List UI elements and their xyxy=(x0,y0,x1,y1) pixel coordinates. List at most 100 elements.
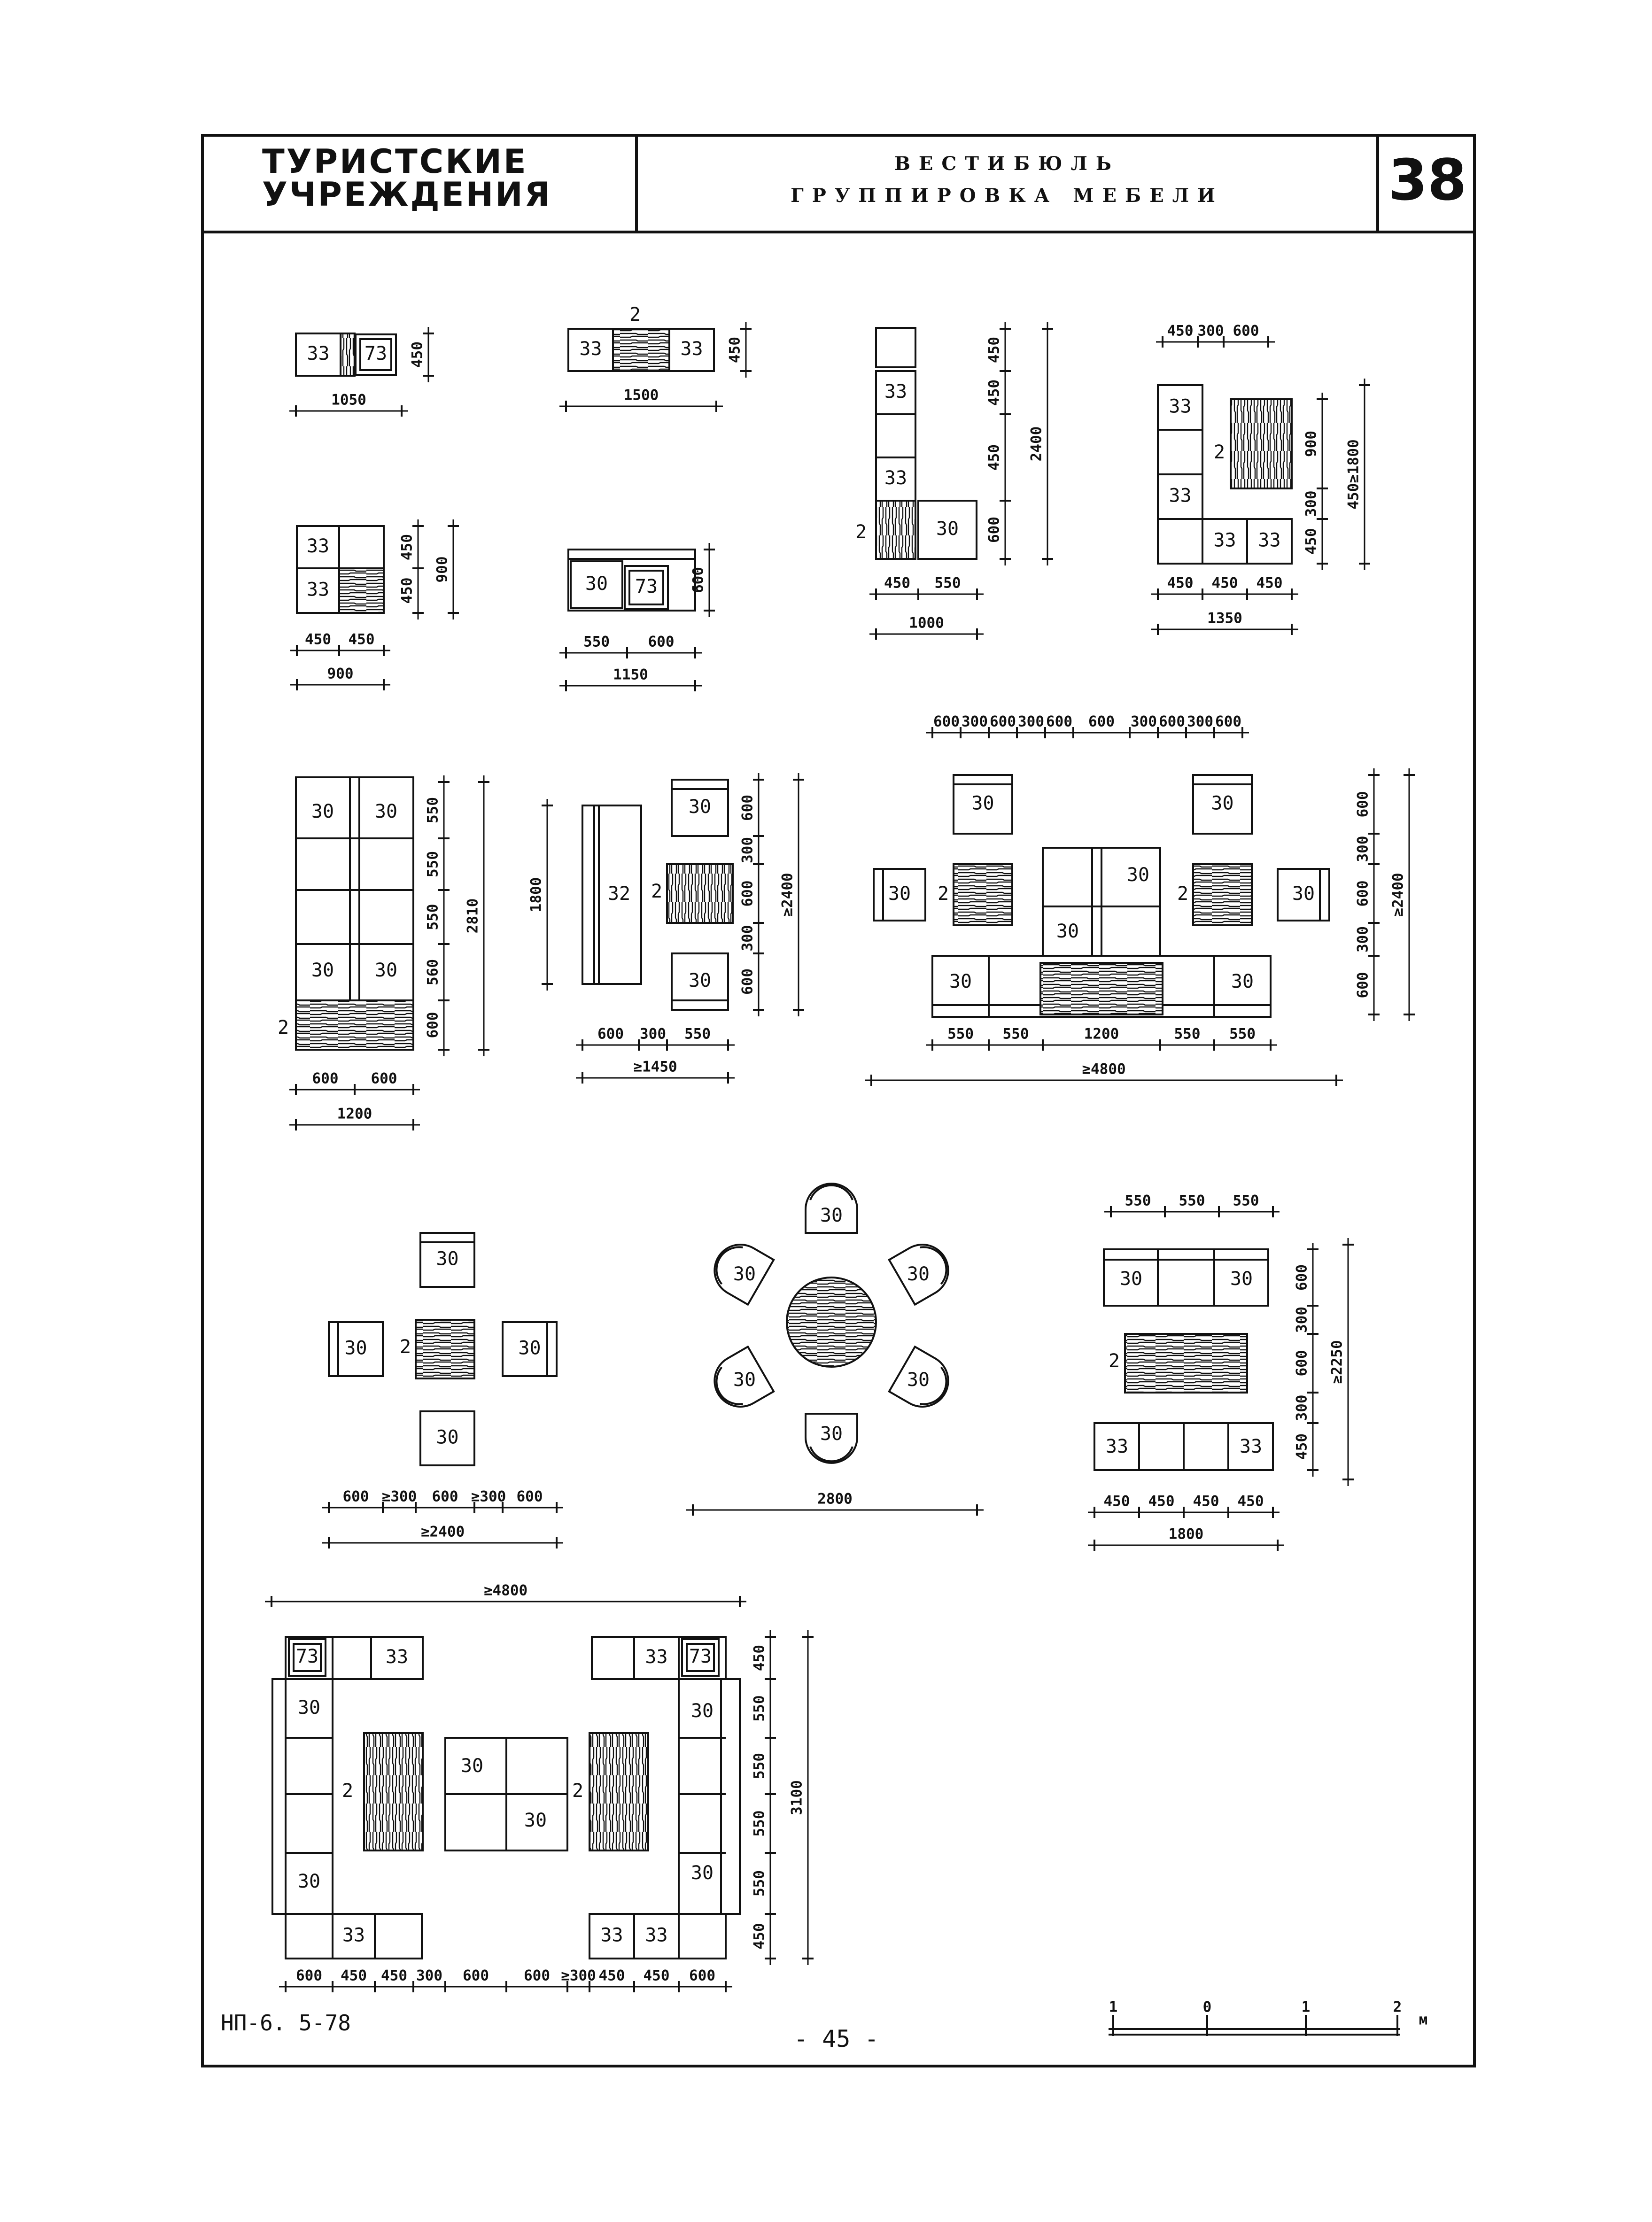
dim-label: 600 xyxy=(597,1026,624,1043)
dim-label: ≥2400 xyxy=(779,873,796,916)
item-code: 30 xyxy=(691,1862,714,1884)
side-table-code: 73 xyxy=(635,576,658,597)
armchair-code: 33 xyxy=(645,1925,667,1946)
armchair-code: 33 xyxy=(342,1925,365,1946)
armchair xyxy=(332,1913,376,1959)
armchair-code: 33 xyxy=(1258,530,1280,551)
scale-label: 0 xyxy=(1203,1999,1212,2016)
coffee-table xyxy=(295,999,414,1051)
dim-label: 600 xyxy=(296,1967,322,1984)
dim-label: 600 xyxy=(739,968,756,995)
dim-label: 550 xyxy=(425,797,442,823)
sofa-back xyxy=(720,1678,741,1915)
coffee-table xyxy=(1192,863,1253,926)
dim-label: 550 xyxy=(1233,1192,1259,1209)
coffee-table xyxy=(589,1732,649,1851)
dim-label: 600 xyxy=(1215,713,1241,730)
dim-label: 300 xyxy=(739,925,756,952)
dim-label: 600 xyxy=(312,1070,339,1087)
title-block: ТУРИСТСКИЕ УЧРЕЖДЕНИЯ ВЕСТИБЮЛЬ ГРУППИРО… xyxy=(201,134,1476,233)
armchair-code: 33 xyxy=(1169,485,1191,507)
armchair xyxy=(633,1636,680,1680)
table-code: 2 xyxy=(1177,883,1188,905)
dim-label: 600 xyxy=(986,517,1003,543)
chair-code: 30 xyxy=(1292,883,1315,905)
chair-seat xyxy=(714,1244,775,1306)
table-code: 2 xyxy=(651,881,662,902)
armchair-cell xyxy=(591,1636,635,1680)
dim-label: 1800 xyxy=(528,877,545,913)
side-table-code: 73 xyxy=(689,1646,712,1667)
dim-label: 450 xyxy=(399,534,416,560)
chair-back xyxy=(809,1446,853,1463)
scale-unit: м xyxy=(1419,2012,1428,2028)
dim-label: 600 xyxy=(463,1967,489,1984)
dim-label: 550 xyxy=(1179,1192,1205,1209)
dim-label: 550 xyxy=(684,1026,711,1043)
chair-code: 30 xyxy=(436,1427,458,1448)
armchair-cell xyxy=(875,413,916,458)
chair-code: 30 xyxy=(689,796,711,818)
round-chair xyxy=(714,1244,775,1306)
dim-label: 450 xyxy=(1294,1433,1311,1460)
dim-label: 600 xyxy=(739,795,756,821)
dim-label: 450 xyxy=(986,444,1003,471)
chair-back xyxy=(715,1366,743,1405)
side-table-code: 73 xyxy=(365,343,387,364)
dim-label: 450 xyxy=(399,578,416,604)
armchair-code: 33 xyxy=(307,343,329,364)
dim-label: 550 xyxy=(425,851,442,877)
series-cell: ТУРИСТСКИЕ УЧРЕЖДЕНИЯ xyxy=(201,134,638,231)
armchair xyxy=(295,333,341,377)
item-code: 30 xyxy=(1231,971,1254,992)
chair-code: 30 xyxy=(344,1338,367,1359)
side-table-code: 73 xyxy=(296,1646,318,1667)
document-code: НП-6. 5-78 xyxy=(221,2010,351,2036)
armchair-code: 33 xyxy=(884,467,907,489)
dim-label: 300 xyxy=(1294,1395,1311,1421)
dim-label: 450 xyxy=(409,341,426,368)
dim-label: 300 xyxy=(1131,713,1157,730)
dim-label: 300 xyxy=(1303,491,1320,517)
item-code: 30 xyxy=(298,1697,320,1719)
dim-label: 600 xyxy=(990,713,1016,730)
dim-label: 300 xyxy=(640,1026,666,1043)
dim-label: 450 xyxy=(1148,1493,1175,1510)
dim-label: 300 xyxy=(1355,836,1372,862)
dim-label: 600 xyxy=(1294,1264,1311,1291)
sheet-subject-line2: ГРУППИРОВКА МЕБЕЛИ xyxy=(791,185,1224,207)
table-code: 2 xyxy=(342,1780,353,1802)
dim-label: 1800 xyxy=(1169,1526,1204,1543)
dim-label: 550 xyxy=(751,1811,768,1837)
item-code: 30 xyxy=(524,1810,547,1831)
wood-strip xyxy=(340,333,356,377)
item-code: 30 xyxy=(375,801,397,822)
plan-layer: 3373105045033332150045073333330245055010… xyxy=(265,304,1415,1992)
dim-label: 1000 xyxy=(909,615,944,632)
dim-label: 550 xyxy=(1229,1026,1256,1043)
sheet-subject: ВЕСТИБЮЛЬ ГРУППИРОВКА МЕБЕЛИ xyxy=(638,148,1376,212)
dim-label: 550 xyxy=(1003,1026,1029,1043)
sheet-number-cell: 38 xyxy=(1376,134,1476,231)
drawing-frame xyxy=(201,134,1476,2067)
dim-label: 1200 xyxy=(337,1106,372,1123)
round-table xyxy=(786,1277,877,1368)
round-chair xyxy=(888,1244,949,1306)
dim-label: 900 xyxy=(434,557,451,583)
dim-label: 550 xyxy=(1174,1026,1201,1043)
item-code: 30 xyxy=(1056,921,1079,942)
armchair-code: 33 xyxy=(680,338,703,360)
table-code: 2 xyxy=(1109,1350,1120,1372)
dim-label: 300 xyxy=(1018,713,1044,730)
dim-label: 1350 xyxy=(1207,610,1242,627)
armchair-code: 33 xyxy=(307,579,329,601)
chair-code: 30 xyxy=(518,1338,541,1359)
dim-label: 450 xyxy=(1238,1493,1264,1510)
round-chair xyxy=(805,1413,858,1464)
dim-label: 600 xyxy=(1088,713,1115,730)
